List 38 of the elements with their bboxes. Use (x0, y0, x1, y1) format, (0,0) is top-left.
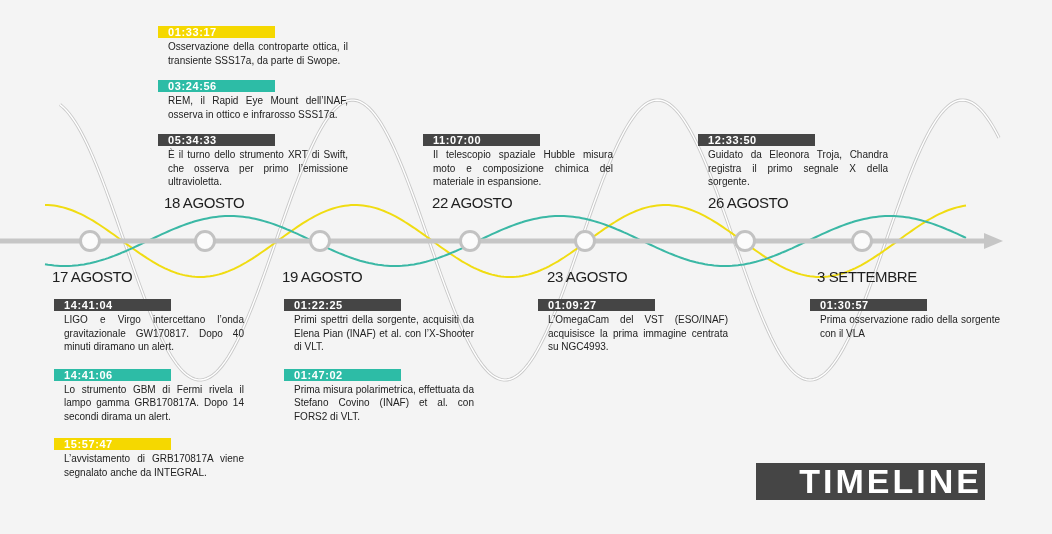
date-label: 22 AGOSTO (432, 194, 513, 212)
event-description: LIGO e Virgo intercettano l’onda gravitazionale GW170817. Dopo 40 minuti diramano un alert. (64, 313, 244, 354)
date-label: 18 AGOSTO (164, 194, 245, 212)
timeline-marker (574, 230, 596, 252)
timeline-marker (79, 230, 101, 252)
timeline-marker (309, 230, 331, 252)
time-tag: 01:33:17 (158, 26, 275, 38)
time-tag: 12:33:50 (698, 134, 815, 146)
date-label: 19 AGOSTO (282, 268, 363, 286)
date-label: 23 AGOSTO (547, 268, 628, 286)
timeline-marker (734, 230, 756, 252)
event-description: Il telescopio spaziale Hubble misura moto e composizione chimica del materiale in espansione. (433, 148, 613, 189)
time-tag: 11:07:00 (423, 134, 540, 146)
event-description: Primi spettri della sorgente, acquisiti da Elena Pian (INAF) et al. con l’X-Shooter di VLT. (294, 313, 474, 354)
event-description: È il turno dello strumento XRT di Swift, che osserva per primo l’emissione ultravioletta. (168, 148, 348, 189)
time-tag: 03:24:56 (158, 80, 275, 92)
event-description: REM, il Rapid Eye Mount dell’INAF, osserva in ottico e infrarosso SSS17a. (168, 94, 348, 121)
event-description: L’OmegaCam del VST (ESO/INAF) acquisisce la prima immagine centrata su NGC4993. (548, 313, 728, 354)
time-tag: 05:34:33 (158, 134, 275, 146)
time-tag: 01:09:27 (538, 299, 655, 311)
event-description: Guidato da Eleonora Troja, Chandra registra il primo segnale X della sorgente. (708, 148, 888, 189)
time-tag: 01:47:02 (284, 368, 401, 381)
timeline-marker (194, 230, 216, 252)
timeline-marker (851, 230, 873, 252)
event-description: L’avvistamento di GRB170817A viene segnalato anche da INTEGRAL. (64, 452, 244, 479)
event-description: Prima misura polarimetrica, effettuata da Stefano Covino (INAF) et al. con FORS2 di VLT. (294, 382, 474, 423)
timeline-marker (459, 230, 481, 252)
time-tag: 01:30:57 (810, 299, 927, 311)
time-tag: 01:22:25 (284, 299, 401, 311)
event-description: Osservazione della controparte ottica, il transiente SSS17a, da parte di Swope. (168, 40, 348, 67)
title-banner: TIMELINE (756, 463, 985, 500)
date-label: 17 AGOSTO (52, 268, 133, 286)
event-description: Lo strumento GBM di Fermi rivela il lampo gamma GRB170817A. Dopo 14 secondi dirama un alert. (64, 382, 244, 423)
time-tag: 15:57:47 (54, 438, 171, 450)
time-tag: 14:41:04 (54, 299, 171, 311)
date-label: 26 AGOSTO (708, 194, 789, 212)
event-description: Prima osservazione radio della sorgente con il VLA (820, 313, 1000, 340)
time-tag: 14:41:06 (54, 368, 171, 381)
